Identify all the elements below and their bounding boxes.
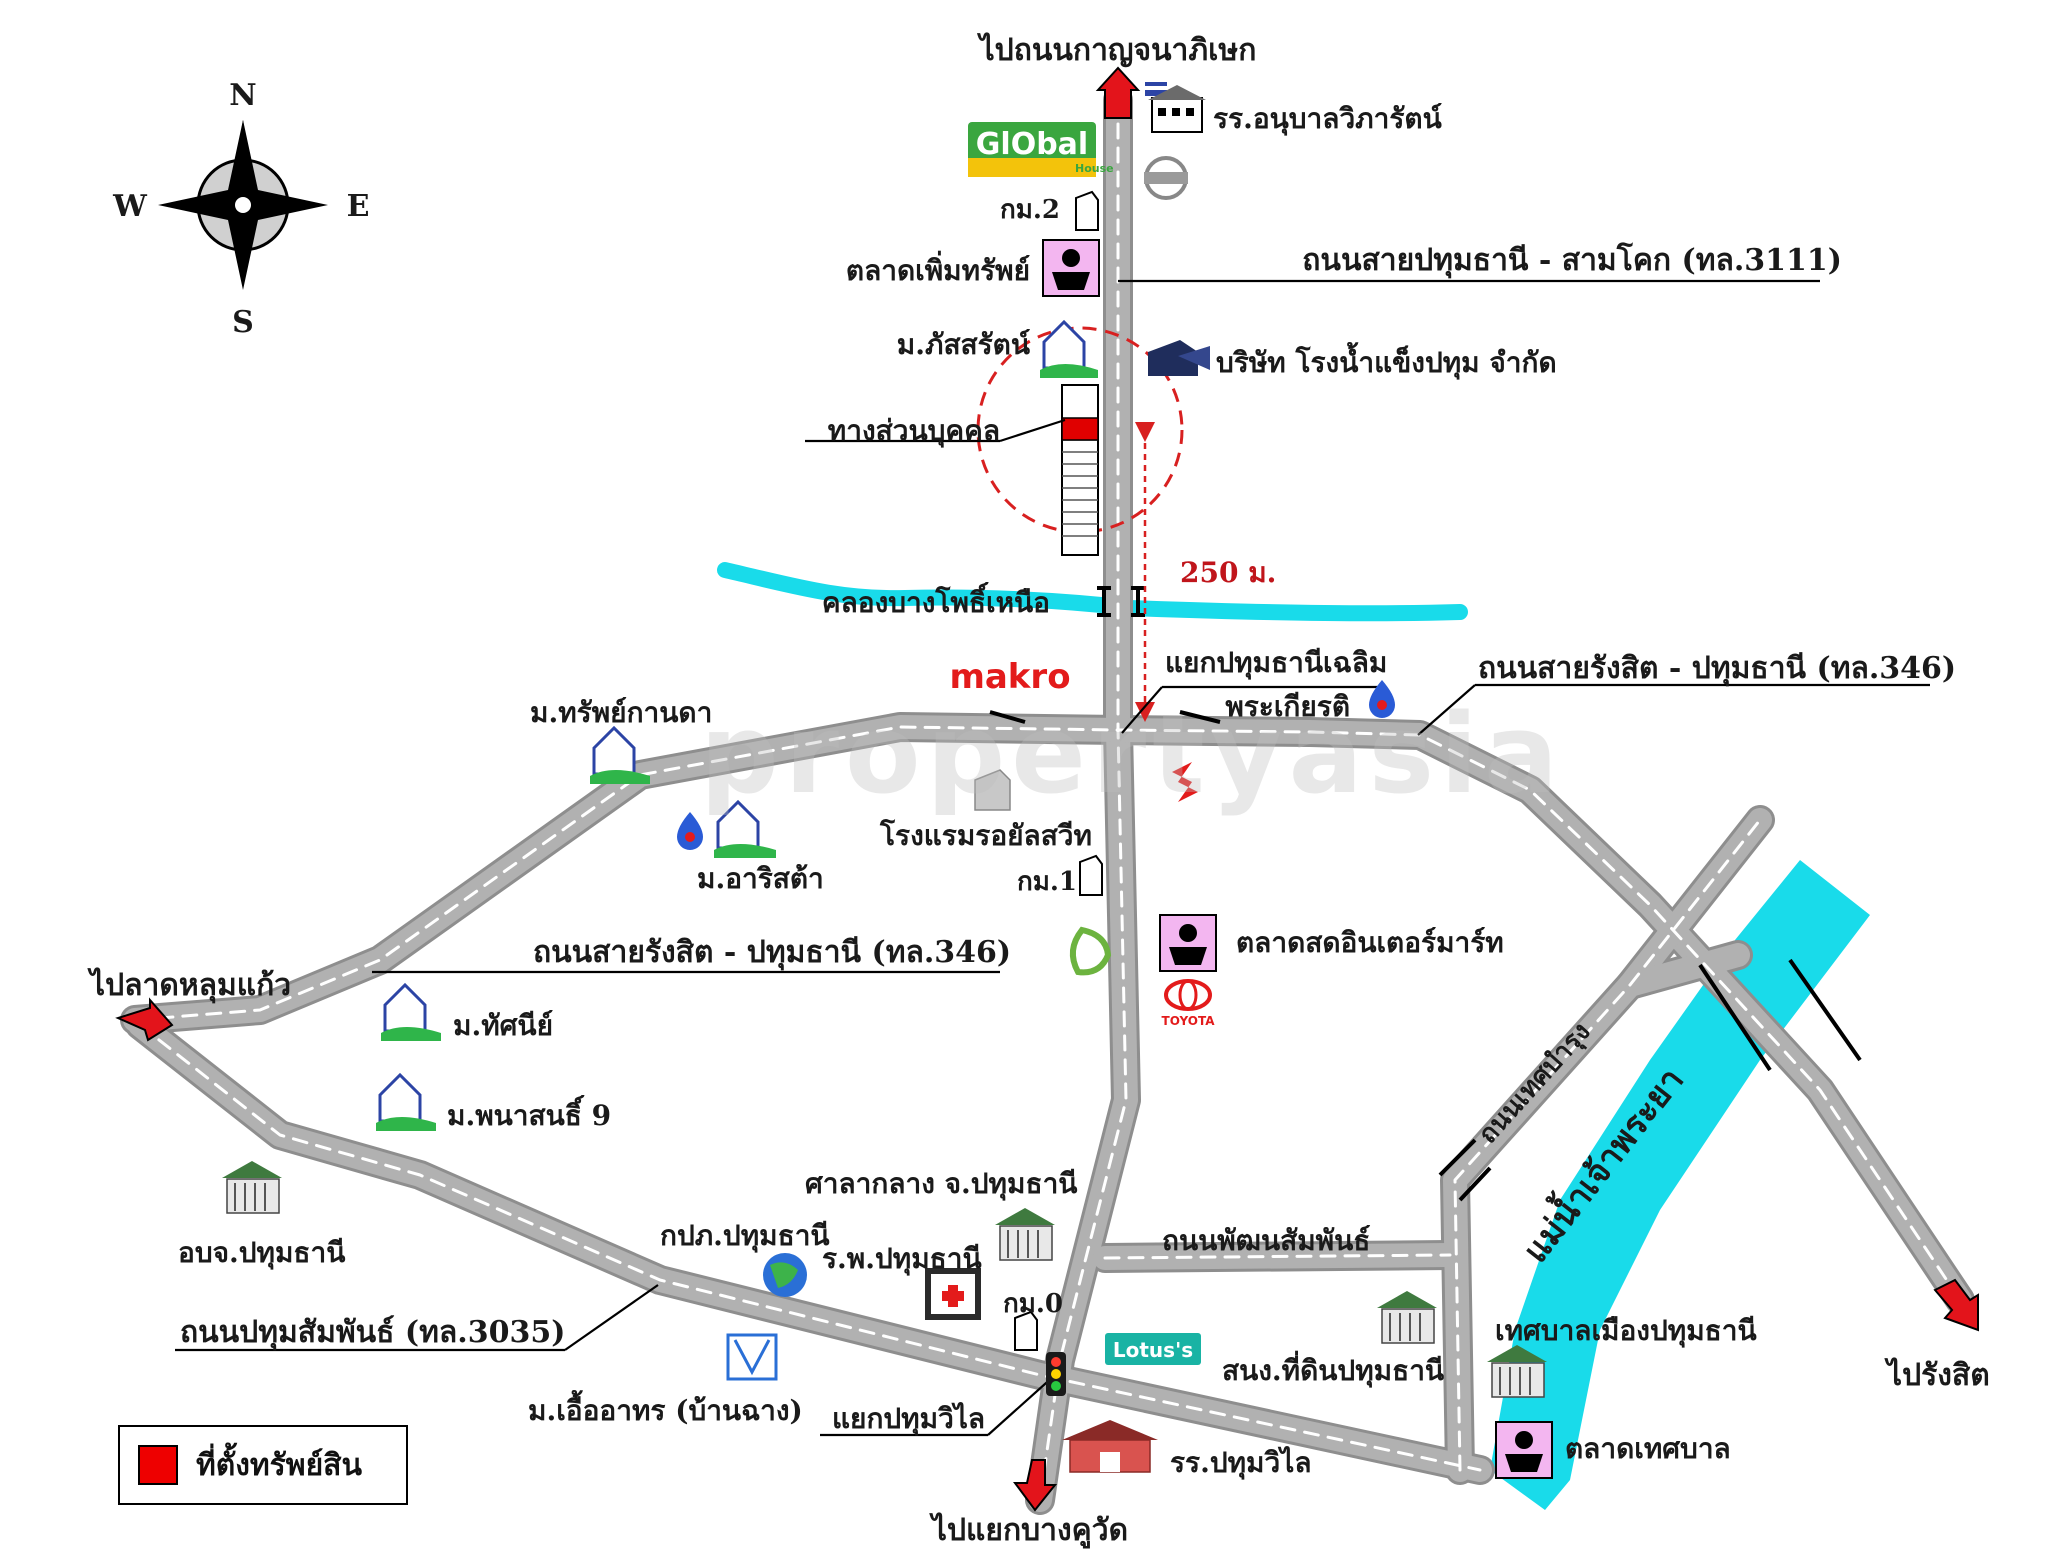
road-network: [120, 85, 1975, 1515]
house-arista-icon: [714, 799, 776, 858]
label-to-lat-lum-kaeo: ไปลาดหลุมแก้ว: [87, 967, 291, 1004]
label-land-office: สนง.ที่ดินปทุมธานี: [1222, 1350, 1444, 1388]
house-phatsarat-icon: [1040, 319, 1098, 378]
label-ice-factory: บริษัท โรงน้ำแข็งปทุม จำกัด: [1216, 341, 1557, 380]
compass-s: S: [232, 305, 254, 340]
watermark: propertyasia: [700, 690, 1565, 818]
compass-n: N: [229, 78, 256, 113]
label-to-kanchanaphisek: ไปถนนกาญจนาภิเษก: [977, 32, 1257, 68]
label-distance-250m: 250 ม.: [1180, 556, 1276, 589]
thesaban-building-icon: [1487, 1345, 1547, 1398]
label-km1: กม.1: [1017, 867, 1077, 897]
lotus-logo-text: Lotus's: [1113, 1338, 1193, 1362]
property-marker: [1061, 417, 1099, 441]
label-m-arista: ม.อาริสต้า: [697, 862, 824, 895]
property-site: [976, 326, 1184, 722]
label-private-way: ทางส่วนบุคคล: [828, 414, 1000, 448]
house-tassanee-icon: [381, 982, 441, 1041]
obj-building-icon: [222, 1161, 282, 1214]
label-talad-intermart: ตลาดสดอินเตอร์มาร์ท: [1236, 926, 1504, 959]
toyota-logo: [1164, 979, 1212, 1011]
legend-swatch: [138, 1445, 178, 1485]
lotus-logo: [1105, 1333, 1201, 1365]
label-royal-swift: โรงแรมรอยัลสวีท: [879, 818, 1092, 852]
legend-box: ที่ตั้งทรัพย์สิน: [118, 1425, 408, 1505]
label-m-phana-9: ม.พนาสนธิ์ 9: [447, 1095, 611, 1132]
direction-arrows: [115, 66, 1979, 1512]
canal-bang-pho-nuea: [717, 562, 1468, 622]
label-road-346-left: ถนนสายรังสิต - ปทุมธานี (ทล.346): [533, 935, 1011, 971]
global-house-text: GlObal: [976, 127, 1088, 162]
compass-rose: [158, 120, 328, 290]
land-office-building-icon: [1377, 1291, 1437, 1344]
arrow-rangsit: [1933, 1278, 1979, 1332]
label-junction-wilai: แยกปทุมวิไล: [832, 1402, 985, 1436]
label-road-3035: ถนนปทุมสัมพันธ์ (ทล.3035): [180, 1315, 565, 1351]
market-intermart-icon: [1159, 914, 1217, 972]
label-obj: อบจ.ปทุมธานี: [178, 1236, 345, 1270]
private-way-strip: [1061, 384, 1099, 556]
label-road-thesaban: ถนนเทศบำรุง: [1473, 1017, 1597, 1150]
label-thesaban-mueang: เทศบาลเมืองปทุมธานี: [1495, 1314, 1757, 1348]
housing-authority-logo: [726, 1333, 778, 1381]
hotel-icon: [974, 769, 1011, 811]
compass-e: E: [347, 189, 370, 224]
icons: [222, 82, 1553, 1479]
arrow-south: [1013, 1459, 1058, 1512]
label-hospital: ร.พ.ปทุมธานี: [822, 1242, 982, 1276]
label-patumwilai-school: รร.ปทุมวิไล: [1170, 1446, 1311, 1480]
property-radius-circle: [976, 326, 1184, 534]
label-canal: คลองบางโพธิ์เหนือ: [822, 582, 1050, 619]
gas-station-icon: [1369, 680, 1395, 718]
arrow-west: [115, 997, 174, 1042]
pwa-globe-icon: [763, 1253, 807, 1297]
toyota-logo-text: TOYOTA: [1162, 1014, 1216, 1028]
label-m-tassanee: ม.ทัศนีย์: [453, 1009, 553, 1042]
bp-logo: [1069, 926, 1112, 976]
label-anubanwiparat: รร.อนุบาลวิภารัตน์: [1213, 102, 1442, 136]
label-junction-chaloem-2: พระเกียรติ: [1225, 690, 1350, 723]
km1-stone-icon: [1079, 854, 1103, 896]
label-road-3111: ถนนสายปทุมธานี - สามโคก (ทล.3111): [1302, 241, 1842, 279]
ice-factory-icon: [1148, 340, 1210, 376]
sala-klang-building-icon: [995, 1208, 1055, 1261]
school-patumwilai-icon: [1062, 1420, 1158, 1473]
label-road-phatthana: ถนนพัฒนสัมพันธ์: [1162, 1224, 1370, 1257]
label-talad-perm-sap: ตลาดเพิ่มทรัพย์: [846, 250, 1030, 287]
label-kpf: กปภ.ปทุมธานี: [660, 1219, 830, 1253]
makro-logo-text: makro: [949, 657, 1070, 697]
km0-stone-icon: [1014, 1310, 1038, 1351]
label-to-rangsit: ไปรังสิต: [1884, 1357, 1990, 1393]
market-perm-sap-icon: [1042, 239, 1100, 297]
nissan-logo: [1144, 156, 1188, 200]
gas-station-icon-2: [677, 812, 703, 850]
market-thesaban-icon: [1495, 1421, 1553, 1479]
arrow-north: [1095, 66, 1141, 119]
traffic-light-icon: [1046, 1352, 1066, 1396]
label-m-ua-athon: ม.เอื้ออาทร (บ้านฉาง): [528, 1389, 803, 1427]
label-to-bang-khu-wat: ไปแยกบางคูวัด: [929, 1512, 1128, 1549]
hospital-icon: [925, 1268, 981, 1320]
label-talad-thesaban: ตลาดเทศบาล: [1565, 1432, 1731, 1465]
legend-text: ที่ตั้งทรัพย์สิน: [196, 1447, 362, 1483]
label-road-346-top: ถนนสายรังสิต - ปทุมธานี (ทล.346): [1478, 651, 1956, 687]
compass-w: W: [112, 189, 148, 224]
label-m-phatsarat: ม.ภัสสรัตน์: [897, 328, 1031, 361]
label-km0: กม.0: [1003, 1289, 1063, 1319]
label-m-sap-kanda: ม.ทรัพย์กานดา: [530, 696, 712, 729]
house-sap-kanda-icon: [590, 725, 650, 784]
km2-stone-icon: [1075, 190, 1099, 231]
house-phana-icon: [376, 1072, 436, 1131]
label-junction-chaloem-1: แยกปทุมธานีเฉลิม: [1165, 646, 1387, 680]
global-house-sub: House: [1075, 162, 1114, 175]
school-anuban-icon: [1145, 82, 1206, 133]
global-house-logo: [968, 122, 1096, 177]
leader-lines: [175, 279, 1930, 1437]
label-km2: กม.2: [1000, 195, 1060, 225]
suzuki-logo: [1172, 762, 1198, 802]
label-sala-klang: ศาลากลาง จ.ปทุมธานี: [805, 1167, 1077, 1201]
